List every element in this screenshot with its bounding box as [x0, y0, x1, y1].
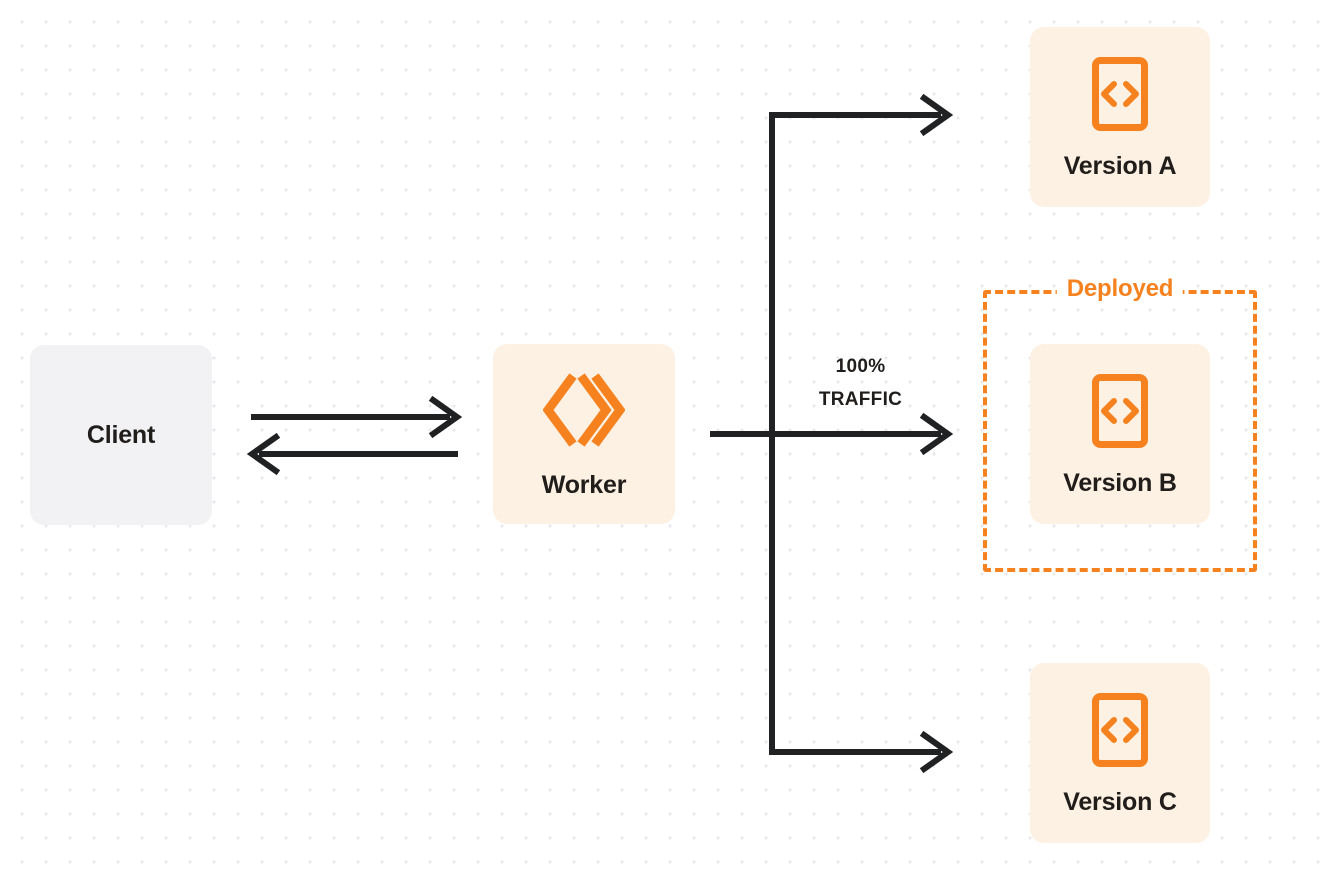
traffic-annotation: 100% TRAFFIC: [788, 350, 933, 417]
traffic-percent: 100%: [835, 356, 886, 377]
node-version-b-label: Version B: [1063, 468, 1177, 497]
connector-worker-trunk: [710, 112, 775, 755]
code-file-icon: [1091, 373, 1149, 449]
connector-worker-to-client: [246, 432, 458, 476]
connector-worker-to-version-c: [769, 730, 954, 774]
code-file-icon: [1091, 692, 1149, 768]
node-worker-label: Worker: [541, 470, 627, 499]
node-version-b[interactable]: Version B: [1030, 344, 1210, 524]
node-worker[interactable]: Worker: [493, 344, 675, 524]
group-deployed: Deployed: [983, 277, 1257, 572]
node-client-label: Client: [86, 420, 156, 449]
node-version-c[interactable]: Version C: [1030, 663, 1210, 843]
group-deployed-label: Deployed: [1056, 277, 1184, 301]
node-version-a[interactable]: Version A: [1030, 27, 1210, 207]
connector-client-to-worker: [251, 395, 463, 439]
node-version-c-label: Version C: [1063, 787, 1177, 816]
connector-worker-to-version-b: [772, 412, 954, 456]
cloudflare-workers-logo-icon: [543, 371, 625, 449]
code-file-icon: [1091, 56, 1149, 132]
node-client[interactable]: Client: [30, 345, 212, 525]
connector-worker-to-version-a: [769, 93, 954, 137]
traffic-word: TRAFFIC: [818, 389, 903, 411]
node-version-a-label: Version A: [1063, 151, 1177, 180]
